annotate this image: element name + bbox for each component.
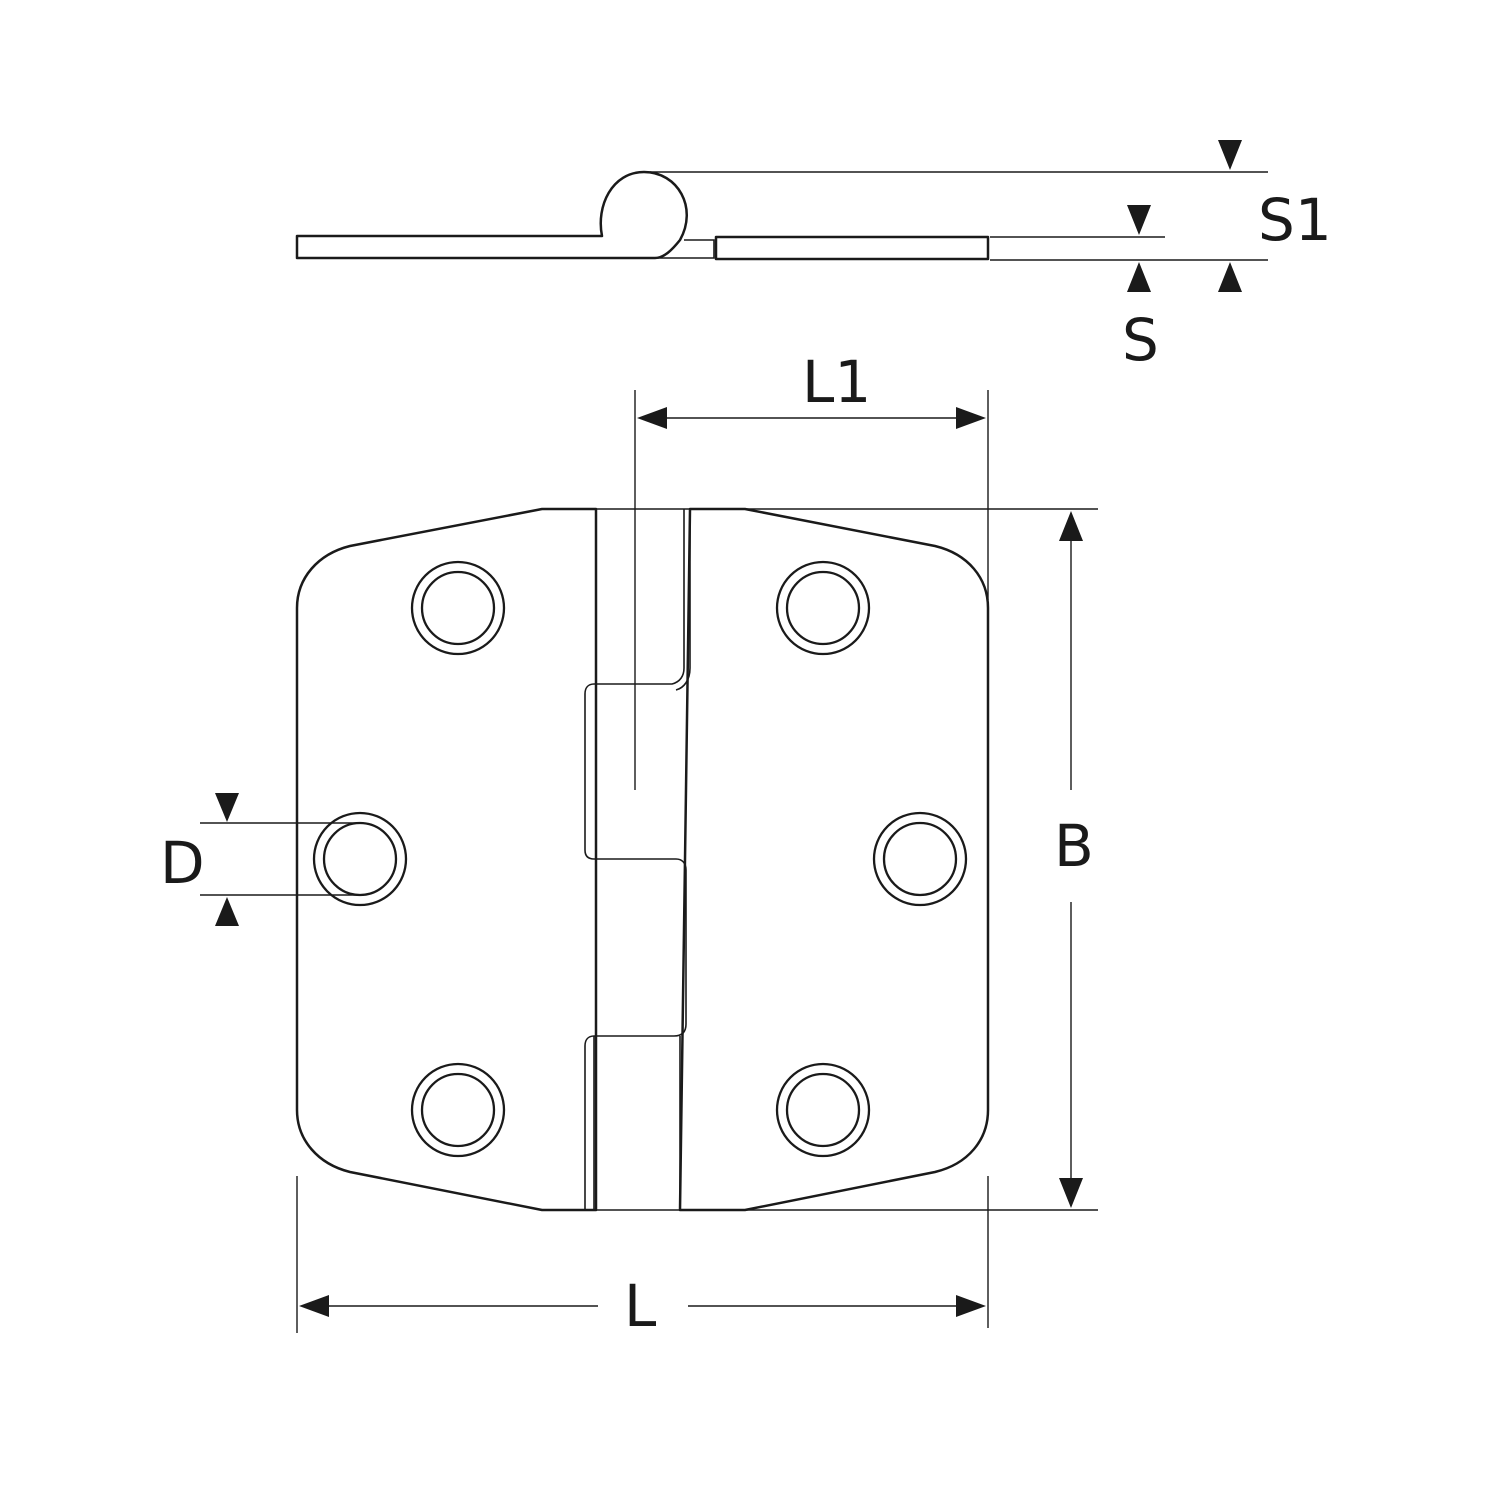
- l1-right-arrow: [956, 407, 986, 429]
- label-b: B: [1054, 812, 1094, 880]
- side-joint: [655, 239, 715, 259]
- front-view: L1 B D L: [160, 348, 1098, 1340]
- left-leaf: [295, 507, 598, 1212]
- label-d: D: [160, 829, 205, 897]
- screw-hole: [410, 560, 506, 656]
- b-top-arrow: [1059, 511, 1083, 541]
- d-bottom-arrow: [215, 897, 239, 926]
- s1-bottom-arrow: [1218, 262, 1242, 292]
- l1-left-arrow: [637, 407, 667, 429]
- right-leaf: [678, 507, 990, 1212]
- hinge-knuckles: [584, 508, 691, 1211]
- l-left-arrow: [299, 1295, 329, 1317]
- d-top-arrow: [215, 793, 239, 822]
- screw-hole: [775, 1062, 871, 1158]
- side-left-leaf: [295, 170, 688, 260]
- label-l1: L1: [802, 348, 871, 416]
- screw-hole: [775, 560, 871, 656]
- label-s: S: [1122, 306, 1159, 374]
- l-right-arrow: [956, 1295, 986, 1317]
- label-l: L: [624, 1272, 656, 1340]
- screw-hole: [312, 811, 408, 907]
- side-view: S1 S: [295, 140, 1332, 374]
- side-right-leaf: [714, 235, 990, 261]
- label-s1: S1: [1258, 186, 1332, 254]
- b-bottom-arrow: [1059, 1178, 1083, 1208]
- screw-hole: [872, 811, 968, 907]
- s-top-arrow: [1127, 205, 1151, 235]
- screw-hole: [410, 1062, 506, 1158]
- s1-top-arrow: [1218, 140, 1242, 170]
- s-bottom-arrow: [1127, 262, 1151, 292]
